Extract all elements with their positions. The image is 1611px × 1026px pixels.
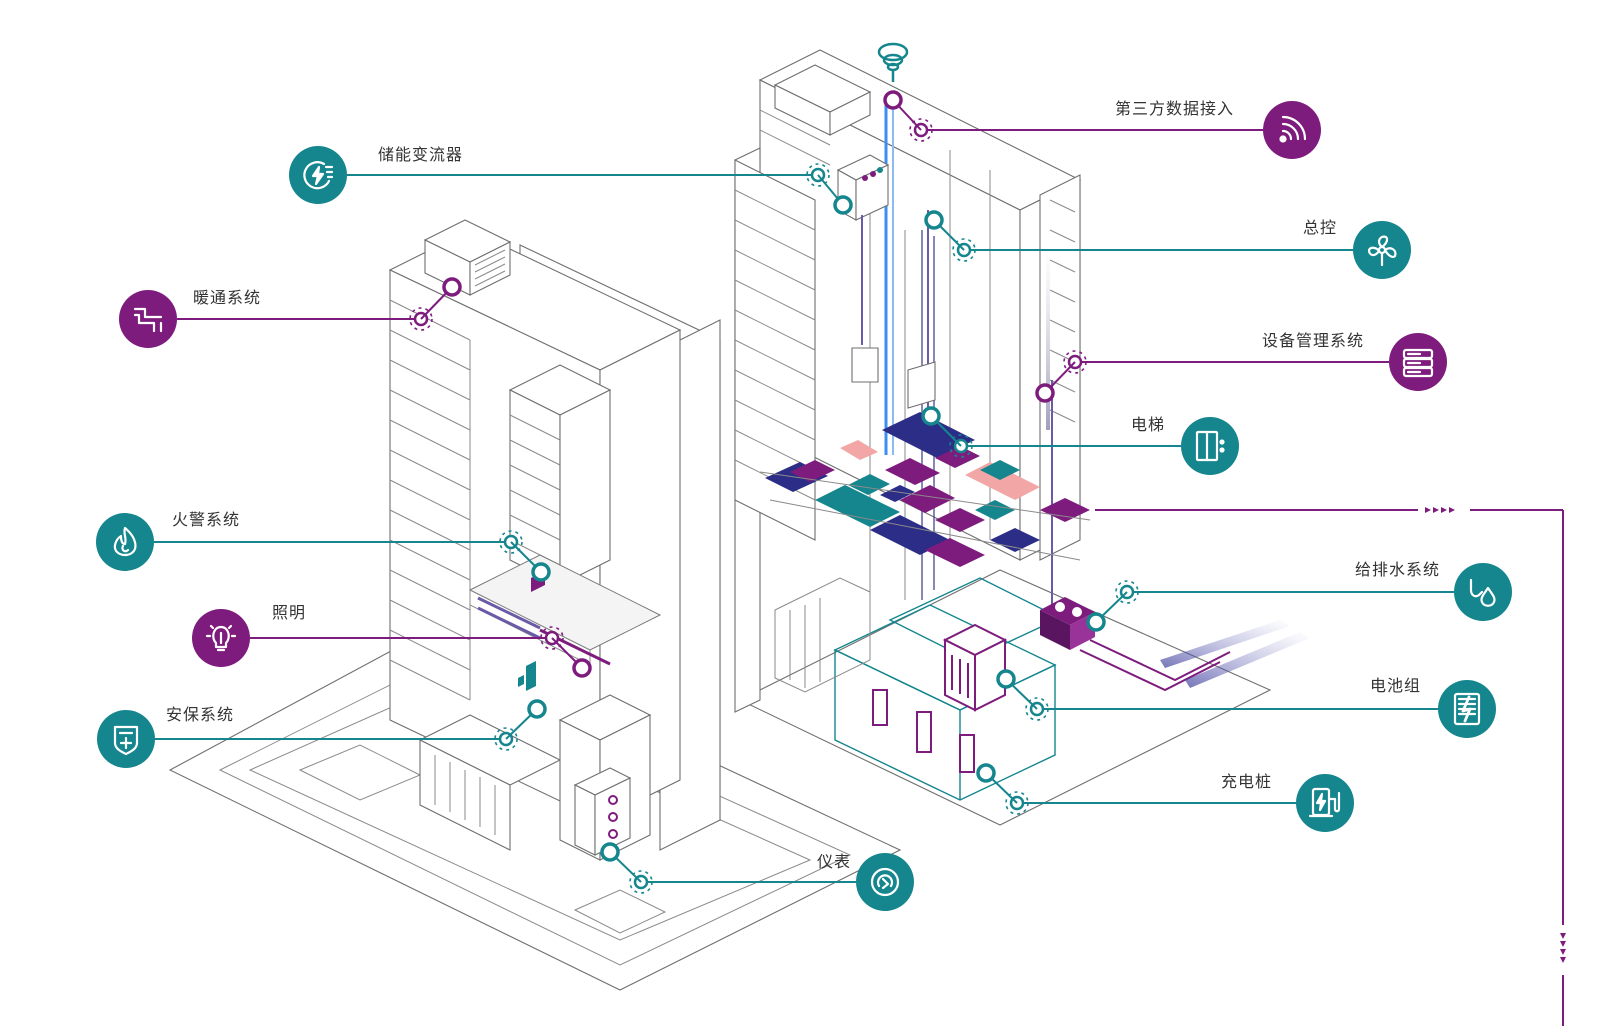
device-node-icon[interactable] <box>978 765 994 781</box>
callout-label: 仪表 <box>817 852 851 871</box>
callout-label: 第三方数据接入 <box>1115 99 1234 118</box>
callout-label: 充电桩 <box>1221 772 1272 791</box>
device-node-icon[interactable] <box>529 701 545 717</box>
callout-icon-bubble[interactable] <box>1263 101 1321 159</box>
device-node-icon[interactable] <box>835 197 851 213</box>
callout-label: 照明 <box>272 603 306 622</box>
device-node-icon[interactable] <box>923 408 939 424</box>
callout-icon-bubble[interactable] <box>119 290 177 348</box>
callout-water[interactable]: 给排水系统 <box>1088 560 1512 630</box>
device-node-icon[interactable] <box>602 844 618 860</box>
callout-equipment-mgmt[interactable]: 设备管理系统 <box>1037 331 1447 401</box>
callout-label: 储能变流器 <box>378 145 463 164</box>
left-building <box>390 220 720 860</box>
callout-label: 总控 <box>1303 218 1337 237</box>
callout-label: 给排水系统 <box>1355 560 1440 579</box>
callout-label: 火警系统 <box>172 510 240 529</box>
callout-icon-bubble[interactable] <box>1353 221 1411 279</box>
callout-label: 安保系统 <box>166 705 234 724</box>
device-node-icon[interactable] <box>444 279 460 295</box>
callout-label: 设备管理系统 <box>1262 331 1364 350</box>
antenna-icon <box>879 44 907 82</box>
callout-label: 暖通系统 <box>193 288 261 307</box>
device-node-icon[interactable] <box>574 660 590 676</box>
device-node-icon[interactable] <box>926 212 942 228</box>
callout-label: 电池组 <box>1370 676 1421 695</box>
device-node-icon[interactable] <box>533 564 549 580</box>
device-node-icon[interactable] <box>998 671 1014 687</box>
device-node-icon[interactable] <box>1088 614 1104 630</box>
device-node-icon[interactable] <box>885 92 901 108</box>
callout-label: 电梯 <box>1131 415 1165 434</box>
callout-icon-bubble[interactable] <box>1181 417 1239 475</box>
device-node-icon[interactable] <box>1037 385 1053 401</box>
